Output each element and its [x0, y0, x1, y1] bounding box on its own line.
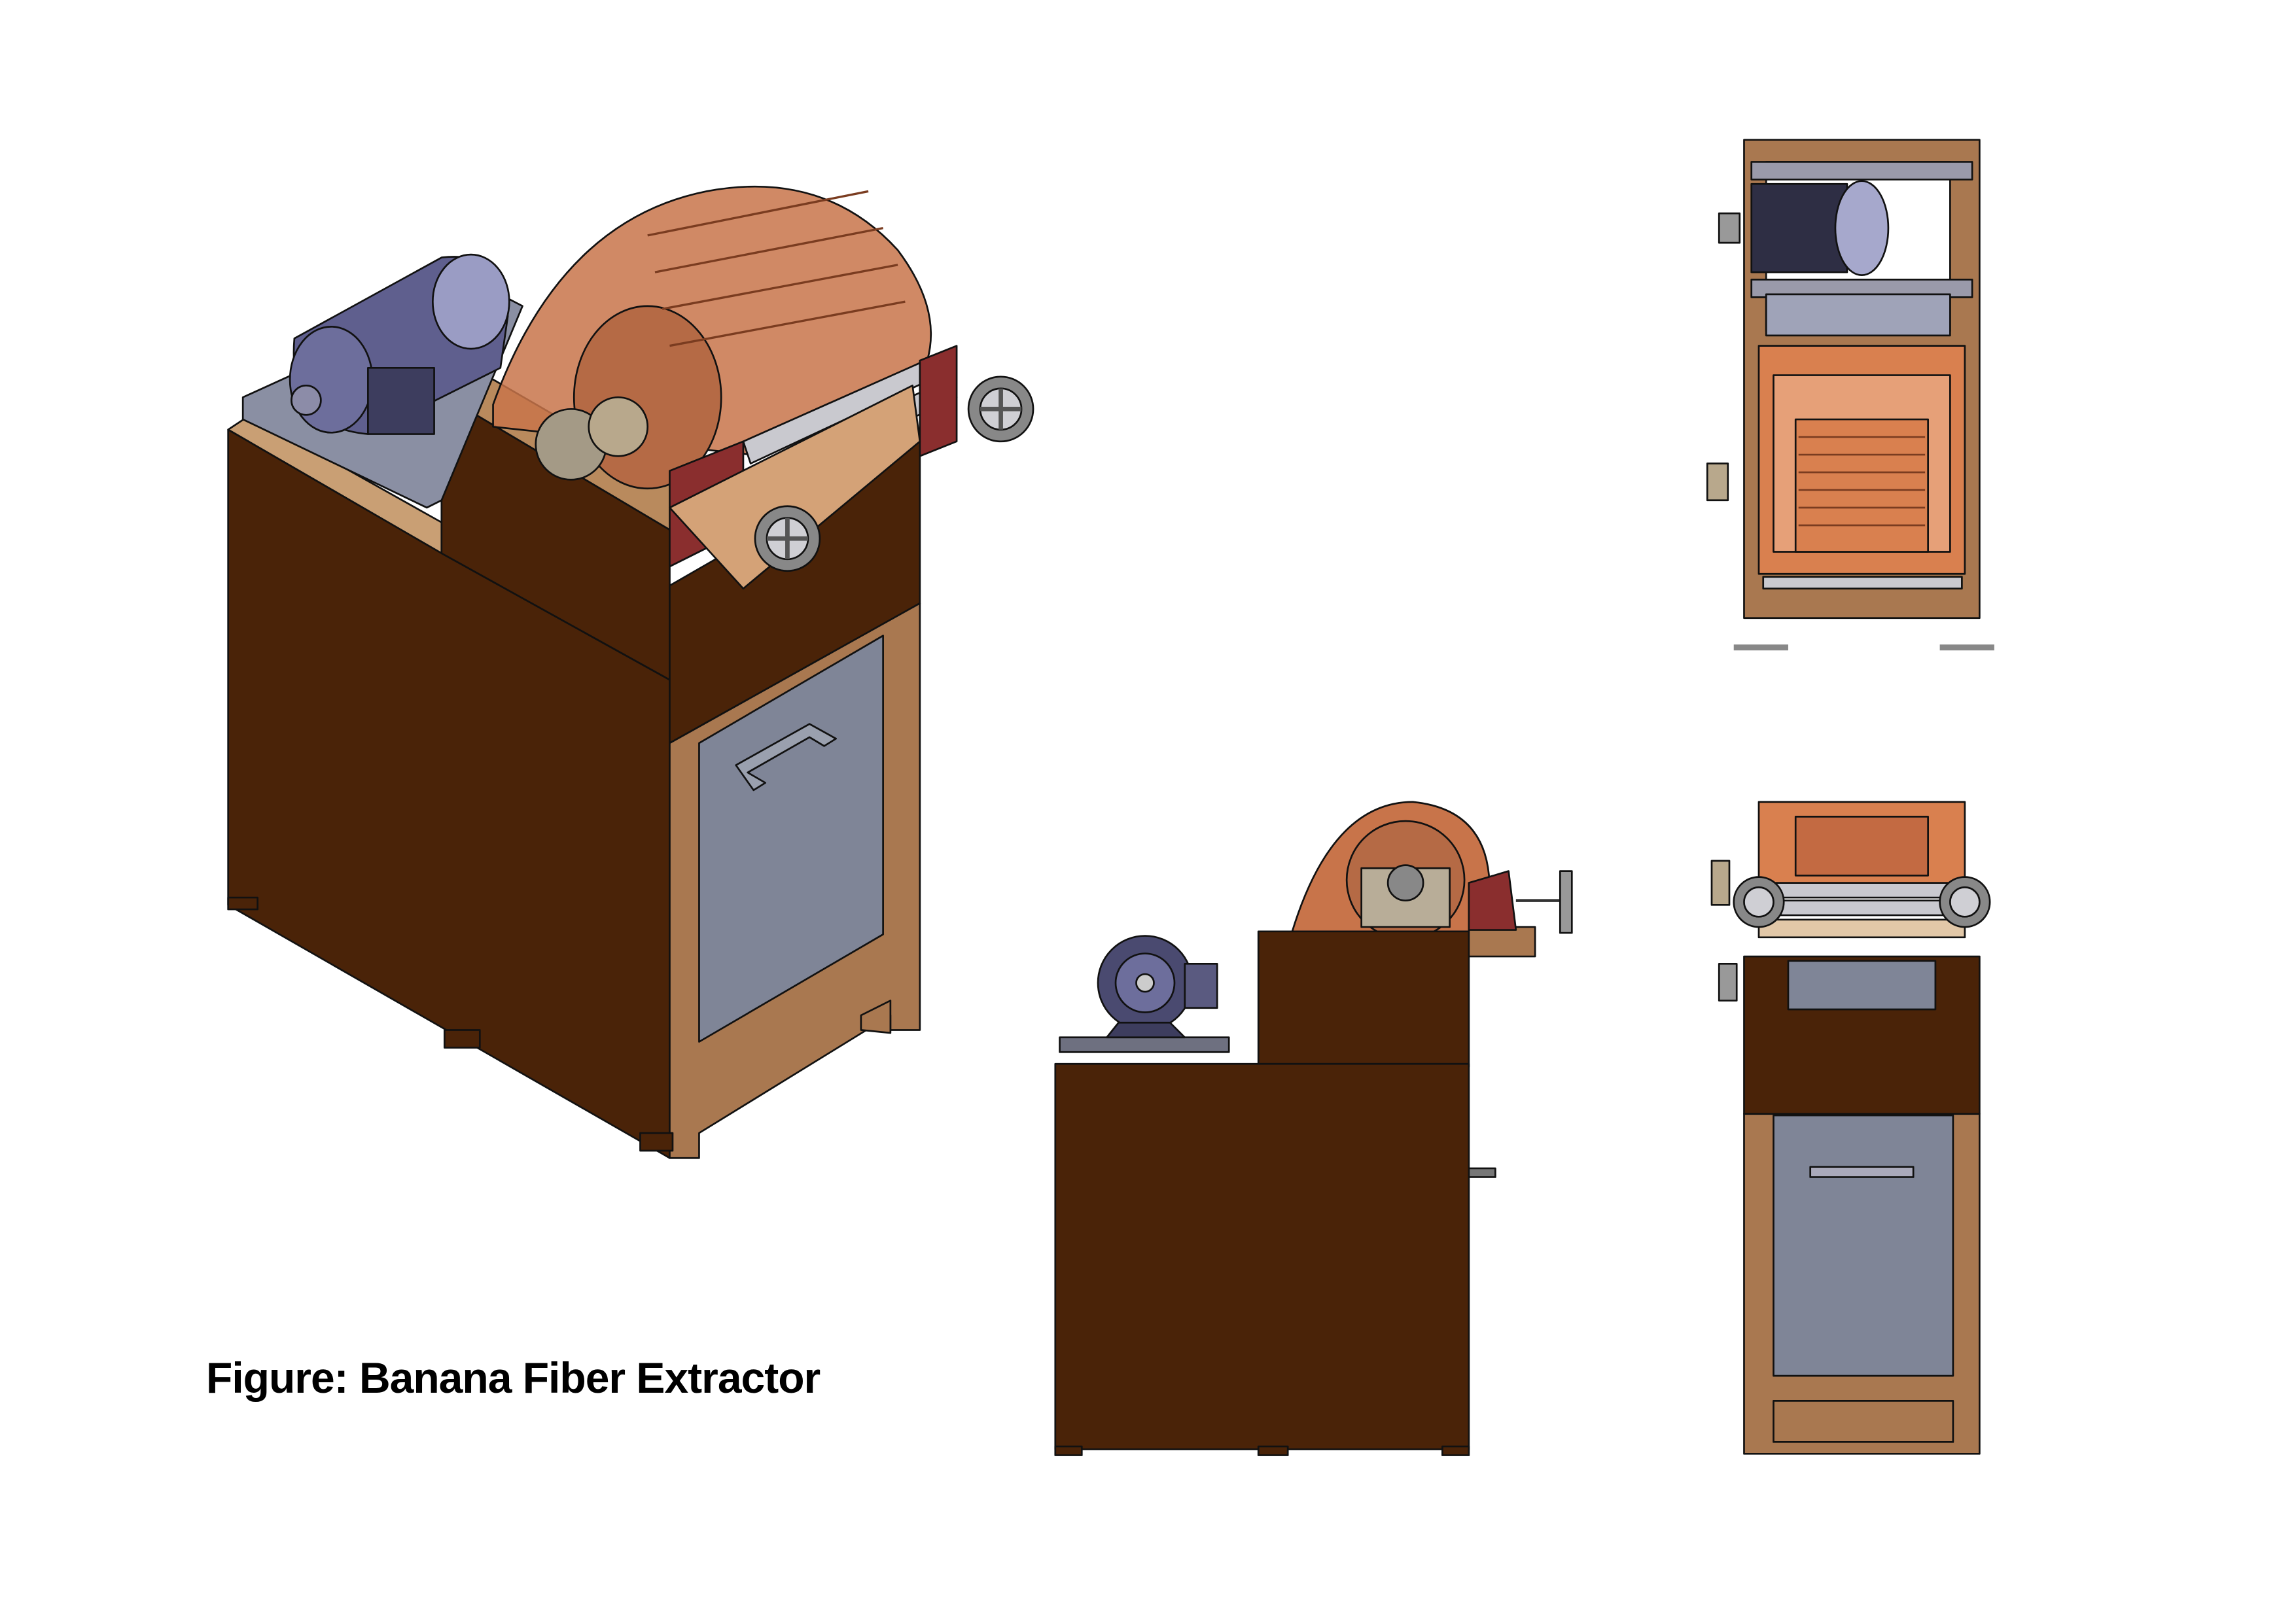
- top-motor-body: [1750, 183, 1848, 273]
- iso-handwheel-front-icon: [754, 505, 821, 572]
- top-pulley: [1718, 212, 1741, 244]
- front-door-handle: [1809, 1166, 1915, 1178]
- top-drum: [1794, 418, 1929, 553]
- iso-foot: [639, 1132, 674, 1152]
- top-motor-end: [1834, 180, 1890, 276]
- front-pulley: [1718, 962, 1738, 1002]
- front-drum: [1794, 816, 1929, 877]
- front-handwheel-right-icon: [1939, 876, 1991, 928]
- side-foot: [1257, 1445, 1289, 1456]
- top-view: [1706, 139, 1994, 651]
- front-pulley: [1710, 860, 1731, 906]
- iso-side-plate: [919, 345, 958, 457]
- top-drum-slats: [1798, 436, 1926, 527]
- side-main-body: [1054, 1062, 1470, 1450]
- isometric-view: [227, 185, 1034, 1159]
- side-feed-tray: [1468, 926, 1536, 958]
- iso-drum-slats: [647, 190, 906, 347]
- front-door: [1773, 1114, 1954, 1377]
- front-bottom-rail: [1773, 1400, 1954, 1443]
- front-handwheel-left-icon: [1733, 876, 1785, 928]
- side-door-handle: [1468, 1167, 1496, 1178]
- side-pulley: [1386, 864, 1424, 901]
- side-foot: [1054, 1445, 1083, 1456]
- iso-handwheel-back-icon: [967, 375, 1034, 443]
- iso-door: [698, 635, 884, 1043]
- side-view: [1054, 801, 1573, 1456]
- iso-bearing: [588, 396, 649, 457]
- iso-door-handle: [735, 723, 837, 792]
- iso-foot: [443, 1029, 481, 1049]
- iso-leg-front: [860, 1000, 892, 1034]
- top-pulley: [1706, 462, 1729, 502]
- side-plate: [1468, 870, 1517, 931]
- front-view: [1710, 801, 1991, 1455]
- top-roller: [1762, 576, 1963, 590]
- top-motor-rail: [1750, 161, 1973, 181]
- side-motor: [1097, 935, 1218, 1039]
- side-foot: [1441, 1445, 1470, 1456]
- side-motor-plate: [1059, 1036, 1230, 1053]
- front-window: [1787, 960, 1937, 1011]
- side-handwheel-icon: [1515, 870, 1573, 934]
- figure-caption: Figure: Banana Fiber Extractor: [206, 1353, 821, 1402]
- iso-foot: [227, 896, 259, 911]
- iso-feed-tray: [669, 384, 921, 590]
- front-rollers: [1750, 882, 1973, 939]
- iso-motor: [289, 253, 510, 435]
- side-upper-body: [1257, 930, 1470, 1068]
- top-motor-plate: [1765, 293, 1951, 337]
